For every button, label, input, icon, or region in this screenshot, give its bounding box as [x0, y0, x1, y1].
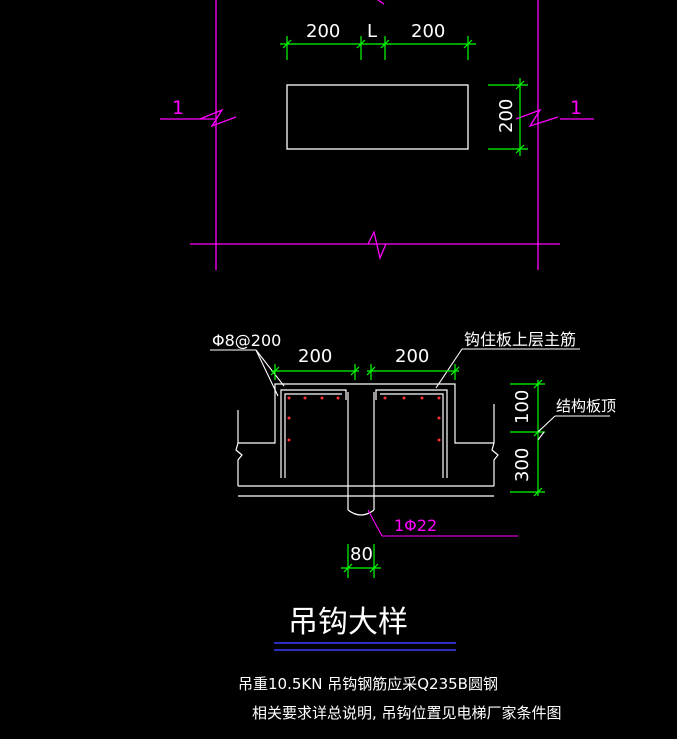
bar-note-leader [367, 509, 518, 537]
opening-outline [286, 84, 469, 150]
rebar-dots [287, 396, 441, 442]
section-mark-left: 1 [172, 97, 184, 119]
section-cut-left-break [199, 108, 237, 128]
slab-outline [235, 383, 499, 516]
plan-dim-height: 200 [496, 99, 517, 133]
break-symbol-bottom [367, 230, 387, 261]
title-block: 吊钩大样 吊重10.5KN 吊钩钢筋应采Q235B圆钢 相关要求详总说明, 吊钩… [238, 605, 562, 722]
slab-top-leader [537, 415, 610, 441]
section-dim-right: 200 [395, 346, 429, 367]
rebar-note-leader [210, 349, 285, 397]
break-symbol-top [377, 0, 385, 5]
section-dim-bottom: 300 [512, 448, 533, 482]
bar-note: 1Φ22 [394, 516, 437, 535]
anchor-note: 钩住板上层主筋 [464, 330, 576, 349]
shank-dim-width: 80 [350, 544, 373, 565]
note-line-2: 相关要求详总说明, 吊钩位置见电梯厂家条件图 [252, 704, 562, 722]
plan-dim-mid: L [367, 21, 377, 42]
plan-dim-right: 200 [411, 21, 445, 42]
anchor-note-leader [435, 348, 580, 389]
section-view: Φ8@200 钩住板上层主筋 200 200 [210, 330, 616, 578]
plan-dimension-horizontal [280, 36, 476, 60]
section-dimension-horizontal [270, 364, 460, 380]
section-cut-right-break [515, 108, 559, 128]
hook-rebar [280, 389, 448, 478]
slab-top-note: 结构板顶 [556, 397, 616, 415]
section-dim-top: 100 [512, 390, 533, 424]
drawing-title: 吊钩大样 [288, 605, 408, 640]
rebar-note: Φ8@200 [212, 331, 281, 350]
section-mark-right: 1 [570, 97, 582, 119]
note-line-1: 吊重10.5KN 吊钩钢筋应采Q235B圆钢 [238, 675, 498, 693]
plan-view: 1 1 200 L 200 200 [160, 0, 594, 270]
shank-dimension [341, 544, 381, 578]
plan-dim-left: 200 [306, 21, 340, 42]
plan-dimension-vertical [488, 78, 528, 156]
section-dim-left: 200 [298, 346, 332, 367]
